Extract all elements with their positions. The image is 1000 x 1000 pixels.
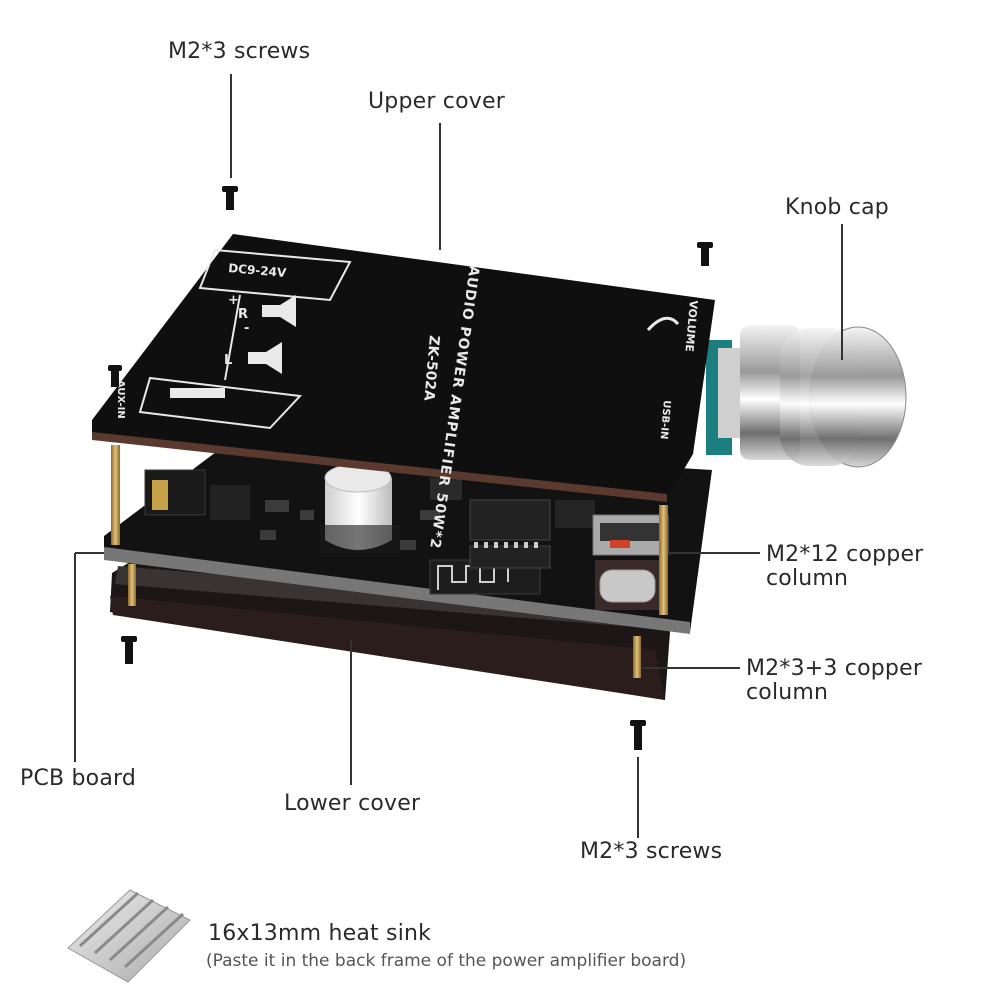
svg-text:AUX-IN: AUX-IN <box>115 380 126 419</box>
label-copper-column-33-line2: column <box>746 680 829 705</box>
label-copper-column-12-line1: M2*12 copper <box>766 542 924 567</box>
svg-text:L: L <box>224 353 232 368</box>
copper-column-lower-left <box>128 564 136 606</box>
speaker-icon-left <box>248 342 282 374</box>
screw-bottom-left <box>121 636 137 664</box>
svg-text:USB-IN: USB-IN <box>658 400 672 440</box>
svg-text:ZK-502A: ZK-502A <box>420 335 442 402</box>
label-copper-column-12-line2: column <box>766 566 849 591</box>
svg-text:R: R <box>238 307 248 322</box>
label-heat-sink-title: 16x13mm heat sink <box>208 921 432 946</box>
screw-bottom-right <box>630 720 646 750</box>
label-heat-sink-note: (Paste it in the back frame of the power… <box>206 951 687 971</box>
knob <box>706 325 907 468</box>
label-pcb-board: PCB board <box>20 766 137 791</box>
svg-text:-: - <box>244 321 249 336</box>
label-screws-bottom: M2*3 screws <box>580 839 723 864</box>
label-copper-column-12: M2*12 copper column <box>766 543 923 591</box>
label-copper-column-33: M2*3+3 copper column <box>746 657 922 705</box>
svg-text:DC9-24V: DC9-24V <box>228 261 288 280</box>
copper-columns <box>111 445 668 678</box>
screws <box>108 186 713 750</box>
screw-top-right <box>697 242 713 266</box>
screw-top-left <box>222 186 238 210</box>
svg-text:+: + <box>228 293 239 308</box>
svg-text:VOLUME: VOLUME <box>683 300 700 353</box>
label-upper-cover: Upper cover <box>368 89 505 114</box>
label-knob-cap: Knob cap <box>785 195 889 220</box>
copper-column-lower-right <box>633 636 641 678</box>
power-label: DC9-24V <box>228 261 288 280</box>
screw-middle-left <box>108 365 122 387</box>
copper-column-front-left <box>111 445 120 545</box>
upper-cover: DC9-24V R L + - AUX-IN ZK-502A AUDIO POW… <box>92 234 715 550</box>
label-copper-column-33-line1: M2*3+3 copper <box>746 656 923 681</box>
copper-column-front-right <box>659 505 668 615</box>
leader-lines <box>74 74 843 838</box>
label-lower-cover: Lower cover <box>284 791 421 816</box>
heat-sink <box>67 889 191 983</box>
volume-arrow-icon <box>646 316 680 332</box>
label-screws-top: M2*3 screws <box>168 39 311 64</box>
speaker-icon-right <box>262 295 296 327</box>
